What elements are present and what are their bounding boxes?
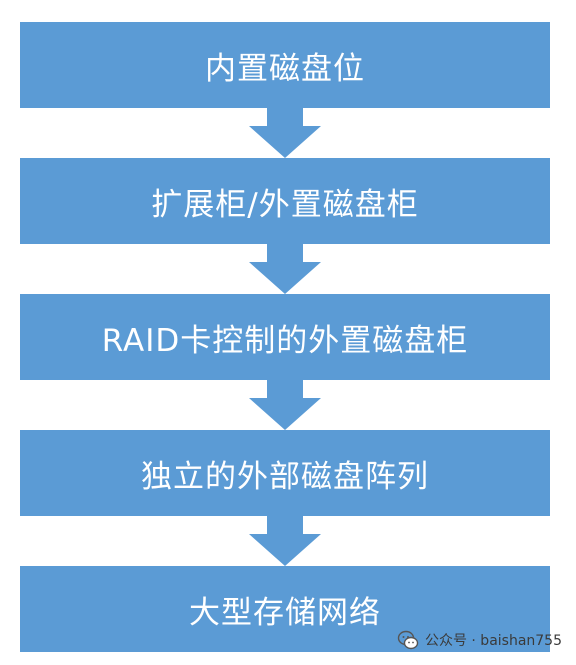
step-label: 独立的外部磁盘阵列	[141, 458, 429, 495]
down-arrow-icon	[249, 380, 321, 430]
down-arrow-icon	[249, 516, 321, 566]
watermark-text: 公众号 · baishan755	[424, 633, 562, 649]
down-arrow-icon	[249, 108, 321, 158]
step-box-external-disk-array: 独立的外部磁盘阵列	[20, 430, 550, 516]
down-arrow-icon	[249, 244, 321, 294]
step-label: 内置磁盘位	[205, 50, 365, 87]
step-box-expansion-enclosure: 扩展柜/外置磁盘柜	[20, 158, 550, 244]
step-label: 大型存储网络	[189, 594, 381, 631]
step-label: RAID卡控制的外置磁盘柜	[101, 322, 469, 359]
step-label: 扩展柜/外置磁盘柜	[151, 186, 419, 223]
step-box-storage-network: 大型存储网络	[20, 566, 550, 652]
watermark: 公众号 · baishan755	[397, 629, 562, 651]
step-box-internal-disk-bays: 内置磁盘位	[20, 22, 550, 108]
wechat-icon	[397, 630, 419, 650]
step-box-raid-controlled-enclosure: RAID卡控制的外置磁盘柜	[20, 294, 550, 380]
